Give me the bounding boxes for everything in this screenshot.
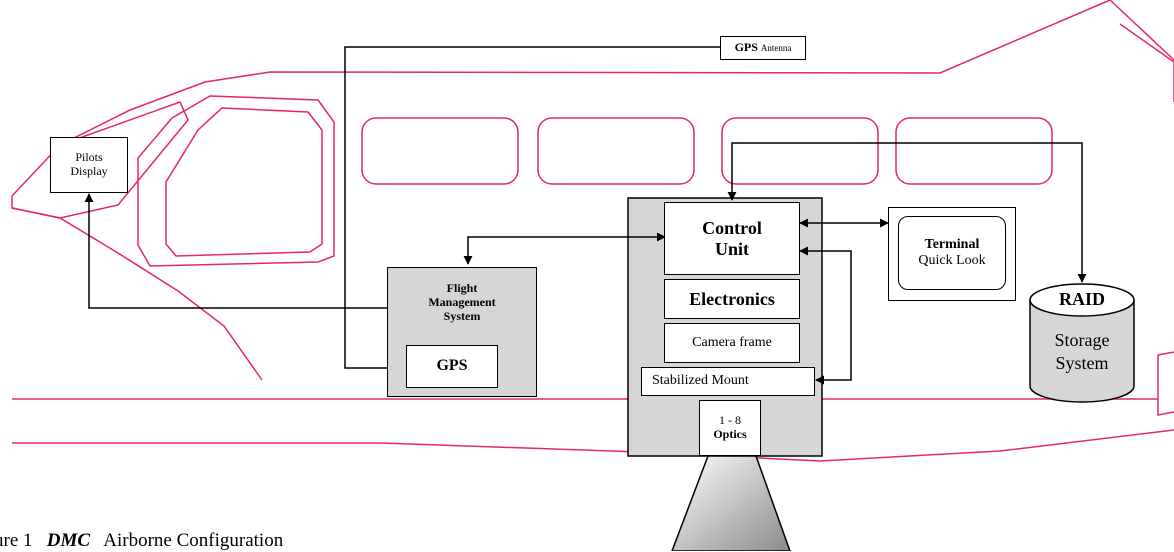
antenna-to-gps-line [344, 46, 720, 373]
connections [84, 46, 1087, 385]
control-unit-mount-loop [799, 246, 852, 385]
terminal-label: Terminal [924, 236, 980, 252]
raid-label: RAID [1058, 289, 1105, 309]
figure-caption: ure 1 DMC Airborne Configuration [0, 530, 283, 552]
electronics-label: Electronics [689, 288, 775, 309]
control-unit-box: Control Unit [664, 202, 800, 275]
fms-line3: System [443, 308, 481, 323]
gps-box: GPS [406, 345, 498, 388]
fuselage-nose-tip [11, 207, 61, 219]
fuselage-outline [11, 0, 1174, 462]
fms-to-pilots-display-line [84, 193, 387, 309]
raid-system-label: System [1055, 353, 1109, 373]
control-unit-line2: Unit [714, 238, 749, 259]
windshield [59, 101, 189, 219]
electronics-box: Electronics [664, 279, 800, 319]
pilots-display-line2: Display [70, 164, 108, 178]
fms-control-unit-line [463, 232, 666, 265]
camera-frame-box: Camera frame [664, 323, 800, 363]
stabilized-mount-box: Stabilized Mount [641, 367, 815, 396]
cockpit-window-inner [165, 107, 323, 257]
stabilized-mount-label: Stabilized Mount [652, 373, 749, 389]
optics-cone [671, 455, 791, 551]
gps-antenna-title: GPS [734, 40, 758, 55]
control-unit-raid-line [727, 142, 1087, 283]
fms-line1: Flight [446, 281, 478, 295]
caption-emphasis: DMC [46, 530, 91, 551]
terminal-box: Terminal Quick Look [898, 216, 1006, 290]
optics-label: Optics [713, 427, 747, 441]
gps-antenna-subtitle: Antenna [760, 42, 792, 53]
camera-frame-label: Camera frame [692, 334, 772, 350]
gps-label: GPS [436, 357, 468, 375]
cockpit-window-outer [137, 95, 335, 267]
cabin-window-1 [361, 117, 519, 185]
tail-lower [1157, 351, 1174, 416]
tail-fin [1119, 23, 1174, 63]
tail-upper [1109, 0, 1174, 102]
raid-storage-label: Storage [1054, 330, 1110, 350]
cabin-window-2 [537, 117, 695, 185]
fms-line2: Management [428, 294, 496, 309]
optics-count: 1 - 8 [719, 413, 741, 428]
raid-cylinder [1029, 283, 1135, 403]
gps-antenna-box: GPS Antenna [720, 36, 806, 60]
optics-box: 1 - 8 Optics [699, 400, 761, 456]
pilots-display-line1: Pilots [75, 150, 103, 165]
fuselage-nose-upper [11, 0, 1111, 197]
cabin-window-3 [721, 117, 879, 185]
control-unit-line1: Control [702, 217, 762, 238]
pilots-display-box: Pilots Display [50, 137, 128, 193]
terminal-sublabel: Quick Look [918, 253, 986, 268]
caption-prefix: ure 1 [0, 530, 33, 551]
fuselage-bottom [12, 429, 1174, 462]
fuselage-nose-lower [11, 196, 263, 381]
cabin-window-4 [895, 117, 1053, 185]
caption-suffix: Airborne Configuration [103, 530, 284, 551]
